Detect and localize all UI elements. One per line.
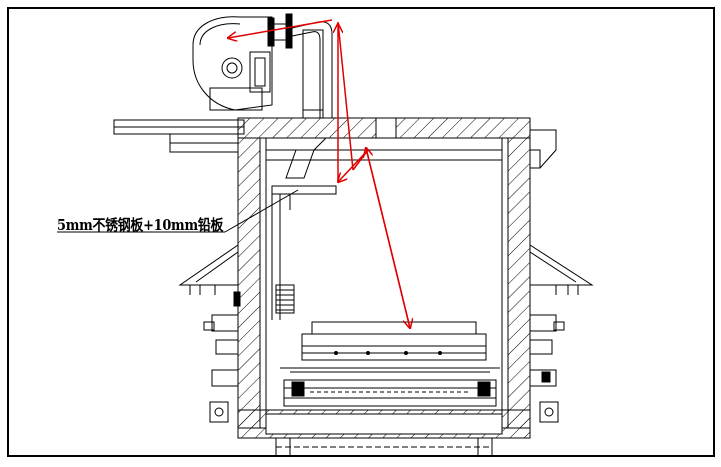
annotation-leader: [224, 189, 299, 233]
arrow-down-to-table: [365, 147, 410, 328]
right-wing-support: [529, 244, 594, 295]
inner-chamber: [265, 149, 503, 411]
filter-stack: [275, 284, 295, 314]
base-pad: [275, 437, 493, 457]
right-machinery: [529, 314, 565, 423]
work-table: [280, 321, 500, 373]
arrow-diagonal: [337, 21, 354, 171]
conveyor: [283, 379, 497, 407]
internal-duct: [271, 137, 337, 320]
shield-material-label: 5mm不锈钢板+10mm铅板: [57, 216, 224, 234]
airflow-arrows: [228, 19, 410, 328]
left-platform: [113, 119, 245, 172]
left-machinery: [203, 291, 241, 423]
blower-fan: [192, 13, 293, 111]
arrow-down-left: [338, 149, 369, 182]
left-shield-wall: [237, 137, 261, 429]
arrow-to-fan: [228, 19, 333, 38]
exhaust-duct: [291, 21, 333, 119]
left-wing-support: [178, 244, 239, 295]
right-shield-wall: [507, 137, 531, 429]
right-bracket: [529, 129, 557, 169]
top-port: [375, 117, 397, 139]
